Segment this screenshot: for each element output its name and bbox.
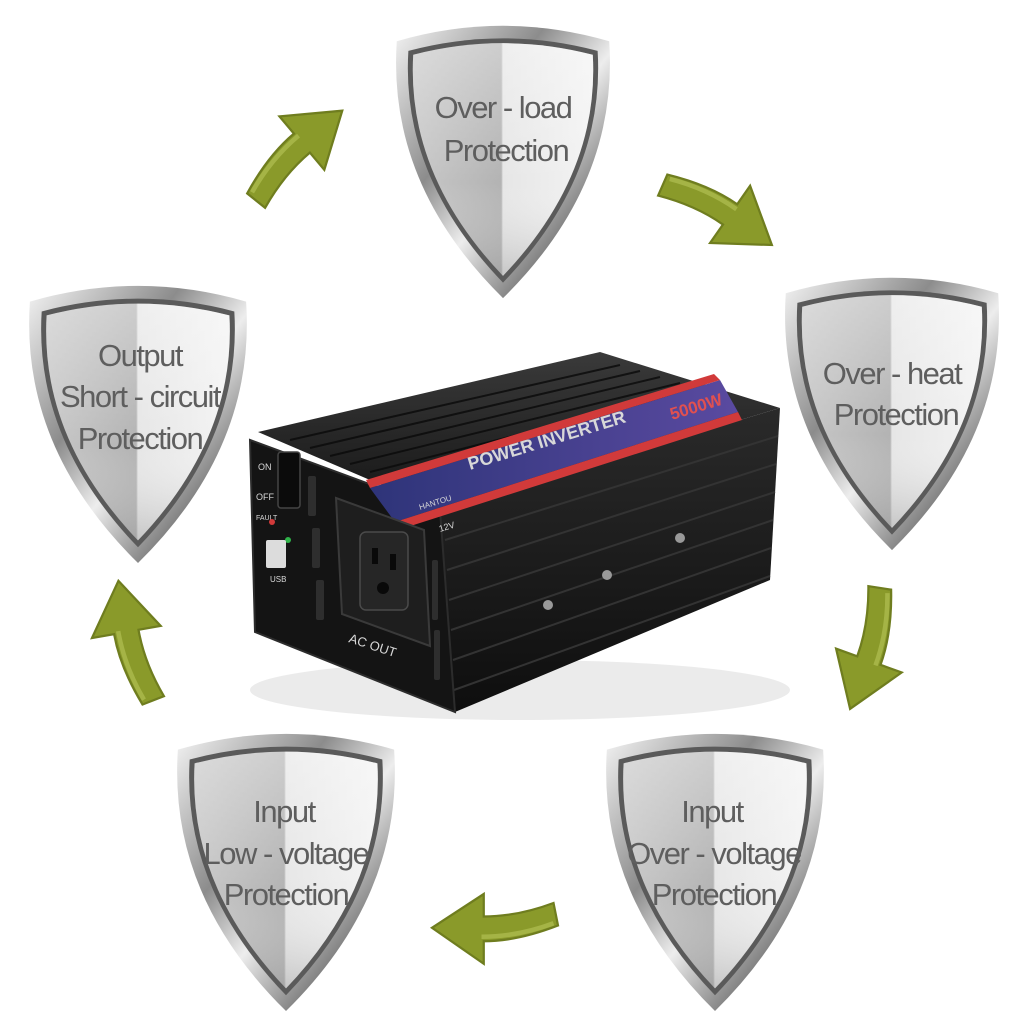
usb-label: USB xyxy=(270,575,286,584)
usb-port-icon xyxy=(266,540,286,568)
shield-text-line: Over - voltage xyxy=(627,836,801,871)
shield-output-short-circuit: Output Short - circuit Protection xyxy=(29,285,247,564)
shield-text-line: Low - voltage xyxy=(204,836,369,871)
device-label xyxy=(370,380,738,522)
shield-text-line: Output xyxy=(98,338,184,373)
screw-icon xyxy=(602,570,612,580)
cycle-arrow-icon xyxy=(432,894,558,964)
screw-icon xyxy=(543,600,553,610)
shield-over-heat: Over - heat Protection xyxy=(785,277,999,551)
cycle-arrow-icon xyxy=(83,575,174,711)
shield-text-line: Input xyxy=(681,794,744,829)
shield-text-line: Protection xyxy=(834,397,959,432)
shield-text-line: Protection xyxy=(78,421,203,456)
screw-icon xyxy=(675,533,685,543)
shield-text-line: Over - heat xyxy=(823,356,963,391)
cycle-arrow-icon xyxy=(818,579,927,721)
shield-text-line: Short - circuit xyxy=(60,379,222,414)
arrow-low-voltage-to-short-circuit xyxy=(83,575,174,711)
power-inverter-image: POWER INVERTER 5000W HANTOU 12V ON OFF F… xyxy=(248,352,790,720)
power-switch xyxy=(277,451,301,509)
cycle-arrow-icon xyxy=(223,83,364,217)
shield-text-line: Protection xyxy=(652,877,777,912)
shield-icon xyxy=(606,733,824,1012)
shield-icon xyxy=(177,733,395,1012)
shield-text-line: Protection xyxy=(224,877,349,912)
cycle-arrow-icon xyxy=(649,143,792,272)
shield-input-over-voltage: Input Over - voltage Protection xyxy=(606,733,824,1012)
shield-text-line: Over - load xyxy=(435,90,572,125)
arrow-over-load-to-over-heat xyxy=(649,143,792,272)
arrow-over-heat-to-over-voltage xyxy=(818,579,927,721)
shield-over-load: Over - load Protection xyxy=(396,25,610,299)
arrow-short-circuit-to-over-load xyxy=(223,83,364,217)
switch-off-label: OFF xyxy=(256,492,274,502)
front-vents xyxy=(308,476,440,680)
power-led-icon xyxy=(285,537,291,543)
switch-on-label: ON xyxy=(258,462,272,472)
device-side xyxy=(440,408,780,712)
fault-label: FAULT xyxy=(256,515,278,522)
device-voltage: 12V xyxy=(438,520,456,534)
arrow-over-voltage-to-low-voltage xyxy=(432,894,558,964)
shield-input-low-voltage: Input Low - voltage Protection xyxy=(177,733,395,1012)
shield-text-line: Input xyxy=(253,794,316,829)
shield-text-line: Protection xyxy=(444,133,569,168)
fault-led-icon xyxy=(269,519,275,525)
